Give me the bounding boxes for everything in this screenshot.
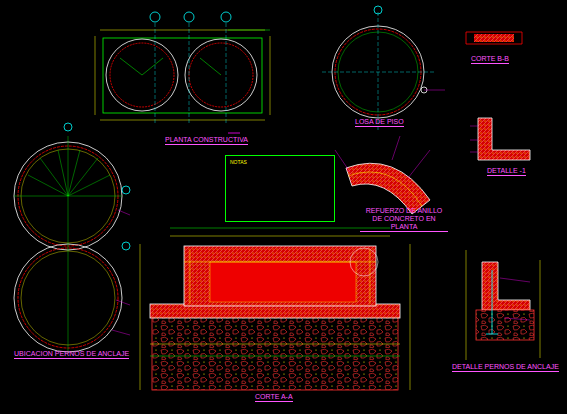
view-title: CORTE B-B bbox=[471, 55, 509, 64]
notes-box: NOTAS bbox=[225, 155, 335, 222]
notes-heading: NOTAS bbox=[230, 159, 330, 165]
view-title: PLANTA CONSTRUCTIVA bbox=[165, 136, 248, 145]
view-title: UBICACION PERNOS DE ANCLAJE bbox=[14, 350, 129, 359]
view-title: LOSA DE PISO bbox=[355, 118, 404, 127]
view-title: CORTE A-A bbox=[255, 393, 293, 402]
view-title: DETALLE -1 bbox=[487, 167, 526, 176]
view-title: REFUERZO DE ANILLO DE CONCRETO EN PLANTA bbox=[360, 207, 448, 232]
view-title: DETALLE PERNOS DE ANCLAJE bbox=[452, 363, 559, 372]
